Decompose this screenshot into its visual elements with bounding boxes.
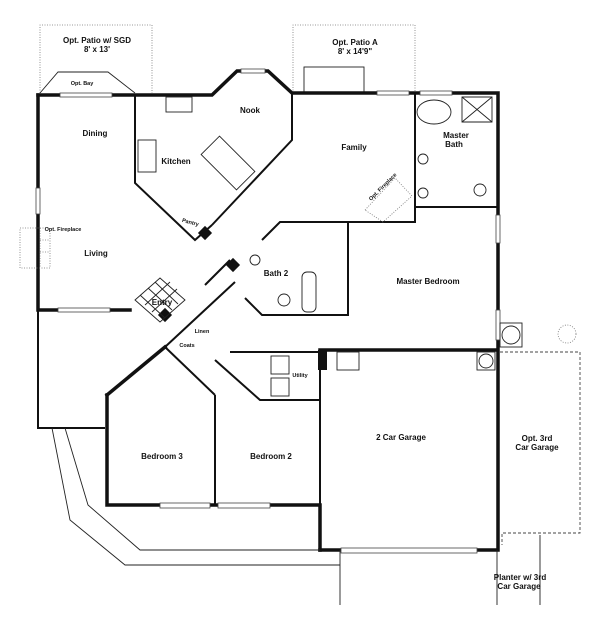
label-pantry: Pantry xyxy=(181,218,200,228)
label-bath2: Bath 2 xyxy=(264,269,289,278)
label-third-garage-1: Opt. 3rd xyxy=(522,434,553,443)
label-patio-sgd: Opt. Patio w/ SGD xyxy=(63,36,131,45)
label-patio-a: Opt. Patio A xyxy=(332,38,378,47)
fixtures xyxy=(19,96,577,397)
label-utility: Utility xyxy=(292,373,308,379)
windows xyxy=(35,68,501,554)
label-third-garage-2: Car Garage xyxy=(515,443,559,452)
toilet-icon xyxy=(277,293,291,307)
bathtub-icon xyxy=(416,99,452,125)
label-family: Family xyxy=(341,143,367,152)
label-planter-2: Car Garage xyxy=(497,582,541,591)
cooktop-icon xyxy=(137,139,157,173)
interior-walls xyxy=(134,93,498,505)
label-fireplace-living: Opt. Fireplace xyxy=(45,227,82,233)
label-bedroom2: Bedroom 2 xyxy=(250,452,292,461)
label-nook: Nook xyxy=(240,106,261,115)
label-patio-a-size: 8' x 14'9" xyxy=(338,47,372,56)
bathtub-icon xyxy=(301,271,317,313)
label-coats: Coats xyxy=(179,343,194,349)
label-entry: Entry xyxy=(152,298,173,307)
label-garage: 2 Car Garage xyxy=(376,433,426,442)
room-labels: Opt. Patio w/ SGD 8' x 13' Opt. Bay Dini… xyxy=(45,36,559,591)
label-master-bath-2: Bath xyxy=(445,140,463,149)
kitchen-island xyxy=(200,135,256,191)
label-kitchen: Kitchen xyxy=(161,157,190,166)
label-bedroom3: Bedroom 3 xyxy=(141,452,183,461)
label-master-bath-1: Master xyxy=(443,131,469,140)
entry-tile xyxy=(134,277,186,323)
sink-icon xyxy=(165,96,193,113)
label-living: Living xyxy=(84,249,108,258)
label-master-bedroom: Master Bedroom xyxy=(396,277,459,286)
shower-icon xyxy=(461,96,493,123)
toilet-icon xyxy=(473,183,487,197)
label-dining: Dining xyxy=(83,129,108,138)
label-linen: Linen xyxy=(195,329,210,335)
label-fireplace-family: Opt. Fireplace xyxy=(368,172,398,202)
label-patio-sgd-size: 8' x 13' xyxy=(84,45,110,54)
site-lines xyxy=(51,351,581,605)
label-planter-1: Planter w/ 3rd xyxy=(494,573,547,582)
label-bay: Opt. Bay xyxy=(71,81,95,87)
